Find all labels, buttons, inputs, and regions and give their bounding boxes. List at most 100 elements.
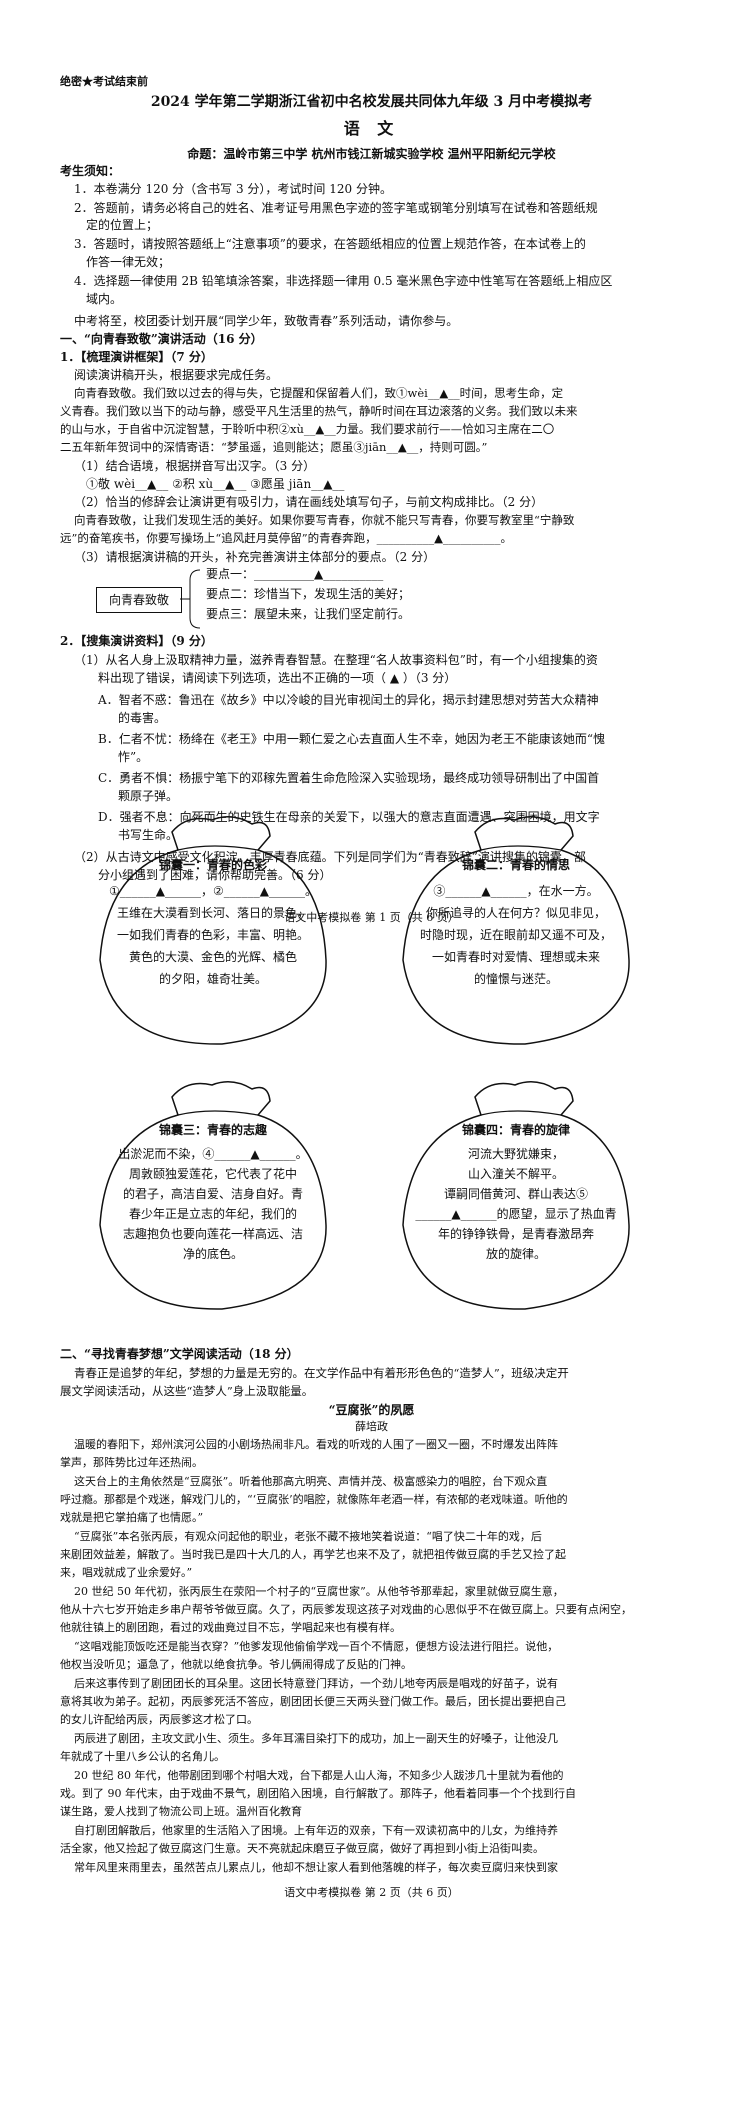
page-footer: 语文中考模拟卷 第 2 页（共 6 页）: [284, 1886, 459, 1899]
speech-line: 二五年新年贺词中的深情寄语：“梦虽遥，追则能达；愿虽③jiān__▲__，持则可…: [60, 440, 488, 454]
bag-line: ③______▲______，在水一方。: [433, 884, 599, 898]
story-paragraph: 戏就是把它掌拍痛了也情愿。”: [60, 1511, 204, 1524]
story-paragraph: 常年风里来雨里去，虽然苦点儿累点儿，他却不想让家人看到他落魄的样子，每次卖豆腐归…: [74, 1861, 558, 1874]
parallelism-text: 远”的奋笔疾书，你要写操场上“追风赶月莫停留”的青春奔跑，__________▲…: [60, 531, 512, 545]
speech-line: 的山与水，于自省中沉淀智慧，于聆听中积②xù__▲__力量。我们要求前行——恰如…: [60, 422, 555, 436]
story-paragraph: 温暖的春阳下，郑州滨河公园的小剧场热闹非凡。看戏的听戏的人围了一圈又一圈，不时爆…: [74, 1438, 558, 1451]
bag-line: 一如青春时对爱情、理想或未来: [431, 950, 600, 964]
story-paragraph: 活全家，他又捡起了做豆腐这门生意。天不亮就起床磨豆子做豆腐，做好了再担到小街上沿…: [60, 1842, 544, 1855]
outline-root-box: 向青春致敬: [96, 587, 182, 613]
confidential-label: 绝密★考试结束前: [60, 75, 148, 88]
activity-intro: 中考将至，校团委计划开展“同学少年，致敬青春”系列活动，请你参与。: [74, 314, 459, 328]
subquestion-1-1: （1）结合语境，根据拼音写出汉字。（3 分）: [74, 459, 316, 473]
bag-line: 周敦颐独爱莲花，它代表了花中: [128, 1167, 297, 1181]
tip-bag-three: 锦囊三：青春的志趣 出淤泥而不染，④______▲______。 周敦颐独爱莲花…: [82, 1075, 344, 1325]
notice-item: 4．选择题一律使用 2B 铅笔填涂答案，非选择题一律用 0.5 毫米黑色字迹中性…: [74, 274, 613, 288]
story-paragraph: 呼过瘾。那都是个戏迷，解戏门儿的，“‘豆腐张’的唱腔，就像陈年老酒一样，有浓郁的…: [60, 1493, 568, 1506]
story-paragraph: “豆腐张”本名张丙辰，有观众问起他的职业，老张不藏不掖地笑着说道：“唱了快二十年…: [74, 1530, 542, 1543]
outline-point: 要点二：珍惜当下，发现生活的美好；: [206, 587, 411, 601]
bag-title: 锦囊一：青春的色彩: [158, 858, 267, 872]
choice-option: 的毒害。: [118, 711, 167, 725]
bag-line: 黄色的大漠、金色的光辉、橘色: [128, 950, 297, 964]
story-paragraph: 后来这事传到了剧团团长的耳朵里。这团长特意登门拜访，一个劲儿地夸丙辰是唱戏的好苗…: [74, 1677, 558, 1690]
part-two-intro: 展文学阅读活动，从这些“造梦人”身上汲取能量。: [60, 1384, 314, 1398]
bag-line: 的夕阳，雄奇壮美。: [158, 972, 267, 986]
choice-option: 怍”。: [118, 750, 149, 764]
exam-title: 2024 学年第二学期浙江省初中名校发展共同体九年级 3 月中考模拟考: [150, 94, 593, 110]
page-footer: 语文中考模拟卷 第 1 页（共 6 页）: [284, 911, 459, 924]
bag-line: 河流大野犹嫌束，: [467, 1147, 564, 1161]
part-one-heading: 一、“向青春致敬”演讲活动（16 分）: [60, 332, 263, 346]
bag-line: 志趣抱负也要向莲花一样高远、洁: [122, 1227, 303, 1241]
bag-line: 谭嗣同借黄河、群山表达⑤: [443, 1187, 588, 1201]
story-author: 薛培政: [355, 1420, 388, 1433]
notice-item: 定的位置上；: [86, 218, 159, 232]
story-paragraph: 来剧团效益差，解散了。当时我已是四十大几的人，再学艺也来不及了，就把祖传做豆腐的…: [60, 1548, 566, 1561]
notice-heading: 考生须知：: [60, 164, 121, 178]
tip-bag-four: 锦囊四：青春的旋律 河流大野犹嫌束， 山入潼关不解平。 谭嗣同借黄河、群山表达⑤…: [385, 1075, 647, 1325]
bag-outline: [402, 816, 630, 1045]
choice-option: 颗原子弹。: [118, 789, 179, 803]
bag-line: 时隐时现，近在眼前却又遥不可及，: [419, 928, 612, 942]
notice-item: 3．答题时，请按照答题纸上“注意事项”的要求，在答题纸相应的位置上规范作答，在本…: [74, 237, 586, 251]
bag-outline: [99, 816, 327, 1045]
choice-option: 书写生命。: [118, 828, 179, 842]
outline-root-label: 向青春致敬: [108, 593, 169, 607]
choice-option: A．智者不惑：鲁迅在《故乡》中以冷峻的目光审视闰土的异化，揭示封建思想对劳苦大众…: [98, 693, 599, 707]
outline-point: 要点一：__________▲__________: [206, 567, 384, 581]
outline-point: 要点三：展望未来，让我们坚定前行。: [206, 607, 411, 621]
bag-line: 放的旋律。: [485, 1247, 546, 1261]
story-paragraph: 谋生路，爱人找到了物流公司上班。温州百化教育: [60, 1805, 302, 1818]
bag-line: ______▲______的愿望，显示了热血青: [415, 1207, 617, 1221]
tip-bag-two: 锦囊二：青春的情思 ③______▲______，在水一方。 你所追寻的人在何方…: [385, 810, 647, 1060]
bag-line: 的憧憬与迷茫。: [473, 972, 558, 986]
story-paragraph: 自打剧团解散后，他家里的生活陷入了困境。上有年迈的双亲，下有一双读初高中的儿女，…: [74, 1824, 558, 1837]
choice-option: D．强者不息：向死而生的史铁生在母亲的关爱下，以强大的意志直面遭遇、突围困境，用…: [98, 810, 600, 824]
bag-title: 锦囊三：青春的志趣: [158, 1123, 267, 1137]
parallelism-text: 向青春致敬，让我们发现生活的美好。如果你要写青春，你就不能只写青春，你要写教室里…: [74, 513, 575, 527]
notice-item: 作答一律无效；: [86, 255, 171, 269]
bag-line: 王维在大漠看到长河、落日的景色，: [116, 906, 309, 920]
subquestion-1-3: （3）请根据演讲稿的开头，补充完善演讲主体部分的要点。（2 分）: [74, 550, 436, 564]
page-gap: [0, 1085, 743, 1145]
story-title: “豆腐张”的夙愿: [328, 1403, 415, 1417]
bag-line: 年的铮铮铁骨，是青春激昂奔: [437, 1227, 594, 1241]
bag-outline: [402, 1081, 630, 1310]
story-paragraph: 意将其收为弟子。起初，丙辰爹死活不答应，剧团团长便三天两头登门做工作。最后，团长…: [60, 1695, 566, 1708]
bag-line: 山入潼关不解平。: [467, 1167, 564, 1181]
story-paragraph: 这天台上的主角依然是“豆腐张”。听着他那高亢明亮、声情并茂、极富感染力的唱腔，台…: [74, 1475, 548, 1488]
story-paragraph: 他权当没听见；逼急了，他就以绝食抗争。爷儿俩闹得成了反贴的门神。: [60, 1658, 412, 1671]
tip-bag-one: 锦囊一：青春的色彩 ①______▲______，②______▲______。…: [82, 810, 344, 1060]
part-two-heading: 二、“寻找青春梦想”文学阅读活动（18 分）: [60, 1347, 299, 1361]
choice-option: B．仁者不忧：杨绛在《老王》中用一颗仁爱之心去直面人生不幸，她因为老王不能康该她…: [98, 732, 605, 746]
exam-authors: 命题：温岭市第三中学 杭州市钱江新城实验学校 温州平阳新纪元学校: [187, 147, 556, 161]
bag-line: ①______▲______，②______▲______。: [109, 884, 317, 898]
bag-outline: [99, 1081, 327, 1310]
speech-line: 向青春致敬。我们致以过去的得与失，它提醒和保留着人们，致①wèi__▲__时间，…: [74, 386, 564, 400]
story-paragraph: 的女儿许配给丙辰，丙辰爹这才松了口。: [60, 1713, 258, 1726]
question-one-instruction: 阅读演讲稿开头，根据要求完成任务。: [74, 368, 279, 382]
story-paragraph: 年就成了十里八乡公认的名角儿。: [60, 1750, 225, 1763]
bag-line: 你所追寻的人在何方？似见非见，: [425, 906, 606, 920]
story-paragraph: 戏。到了 90 年代末，由于戏曲不景气，剧团陷入困境，自行解散了。那阵子，他看着…: [60, 1787, 576, 1800]
pinyin-options: ①敬 wèi__▲__ ②积 xù__▲__ ③愿虽 jiān__▲__: [86, 477, 345, 491]
subject-title: 语 文: [343, 119, 400, 138]
subquestion-2-1-cont: 料出现了错误，请阅读下列选项，选出不正确的一项（ ▲ ）（3 分）: [98, 671, 457, 685]
bag-line: 的君子，高洁自爱、洁身自好。青: [122, 1187, 303, 1201]
question-one-heading: 1．【梳理演讲框架】（7 分）: [60, 350, 213, 364]
story-paragraph: 20 世纪 80 年代，他带剧团到哪个村唱大戏，台下都是人山人海，不知多少人跋涉…: [74, 1769, 564, 1782]
notice-item: 1．本卷满分 120 分（含书写 3 分），考试时间 120 分钟。: [74, 182, 392, 196]
subquestion-2-1: （1）从名人身上汲取精神力量，滋养青春智慧。在整理“名人故事资料包”时，有一个小…: [74, 653, 598, 667]
subquestion-1-2: （2）恰当的修辞会让演讲更有吸引力，请在画线处填写句子，与前文构成排比。（2 分…: [74, 495, 544, 509]
notice-item: 2．答题前，请务必将自己的姓名、准考证号用黑色字迹的签字笔或钢笔分别填写在试卷和…: [74, 201, 598, 215]
story-paragraph: 20 世纪 50 年代初，张丙辰生在荥阳一个村子的“豆腐世家”。从他爷爷那辈起，…: [74, 1585, 564, 1598]
bag-line: 净的底色。: [182, 1247, 243, 1261]
choice-option: C．勇者不惧：杨振宁笔下的邓稼先置着生命危险深入实验现场，最终成功领导研制出了中…: [98, 771, 600, 785]
subquestion-2-2-cont: 分小组遇到了困难，请你帮助完善。（6 分）: [98, 868, 332, 882]
story-paragraph: 他就往镇上的剧团跑，看过的戏曲竟过目不忘，学唱起来也有模有样。: [60, 1621, 401, 1634]
story-paragraph: 他从十六七岁开始走乡串户帮爷爷做豆腐。久了，丙辰爹发现这孩子对戏曲的心思似乎不在…: [60, 1603, 632, 1616]
story-paragraph: 掌声，那阵势比过年还热闹。: [60, 1456, 203, 1469]
speech-line: 义青春。我们致以当下的动与静，感受平凡生活里的热气，静听时间在耳边滚落的义务。我…: [60, 404, 578, 418]
bag-title: 锦囊二：青春的情思: [461, 858, 570, 872]
story-paragraph: “这唱戏能顶饭吃还是能当衣穿？”他爹发现他偷偷学戏一百个不情愿，便想方设法进行阻…: [74, 1640, 559, 1653]
